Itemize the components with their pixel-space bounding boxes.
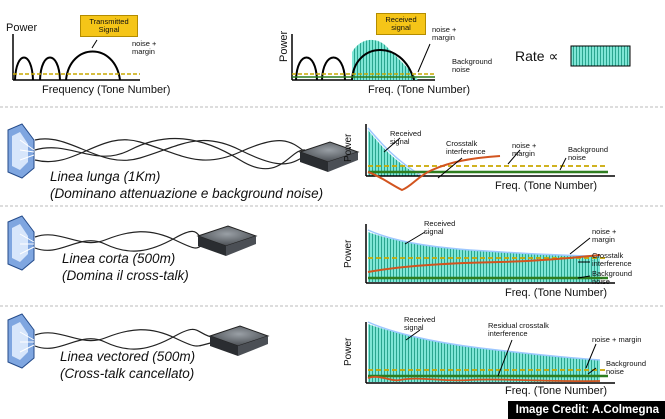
row-title-1: Linea lunga (1Km) (Dominano attenuazione… — [50, 169, 324, 201]
background-noise-label: Background noise — [568, 145, 609, 162]
twisted-pairs-3 — [34, 328, 216, 350]
modem-icon-1 — [298, 141, 360, 172]
rate-label: Rate ∝ — [515, 48, 559, 64]
x-axis-label: Frequency (Tone Number) — [42, 84, 171, 96]
y-axis-label: Power — [343, 133, 354, 162]
twisted-pairs-2 — [34, 230, 206, 252]
received-signal-label: Received signal — [390, 129, 422, 146]
x-axis-label: Freq. (Tone Number) — [368, 84, 471, 96]
image-credit: Image Credit: A.Colmegna — [507, 401, 665, 419]
crosstalk-label: Crosstalk interference — [446, 139, 486, 156]
y-axis-label: Power — [278, 30, 290, 62]
row-title-2: Linea corta (500m) (Domina il cross-talk… — [62, 251, 189, 283]
background-noise-label: Background noise — [452, 57, 493, 74]
modem-icon-2 — [196, 225, 258, 256]
background-noise-label: Background noise — [592, 269, 633, 286]
crosstalk-label: Residual crosstalk interference — [488, 321, 549, 338]
x-axis-label: Freq. (Tone Number) — [495, 180, 598, 192]
spectrum-chart-short — [365, 224, 615, 284]
crosstalk-label: Crosstalk interference — [592, 251, 632, 268]
modem-icon-3 — [208, 325, 270, 356]
received-signal-label: Received signal — [424, 219, 456, 236]
noise-label: noise + margin — [592, 335, 642, 344]
x-axis-label: Freq. (Tone Number) — [505, 287, 608, 299]
dslam-icon-2 — [7, 215, 35, 271]
row-title-3: Linea vectored (500m) (Cross-talk cancel… — [60, 349, 196, 381]
transmitted-signal-box: Transmitted Signal — [80, 15, 138, 37]
x-axis-label: Freq. (Tone Number) — [505, 385, 608, 397]
transmitted-spectrum-chart — [12, 34, 140, 81]
dslam-icon-3 — [7, 313, 35, 369]
twisted-pairs-1 — [34, 137, 306, 170]
background-noise-label: Background noise — [606, 359, 647, 376]
rate-box — [570, 45, 631, 67]
noise-label: noise + margin — [132, 39, 157, 56]
received-signal-label: Received signal — [404, 315, 436, 332]
noise-label: noise + margin — [512, 141, 537, 158]
spectrum-chart-vectored — [365, 321, 615, 384]
y-axis-label: Power — [343, 239, 354, 268]
y-axis-label: Power — [343, 337, 354, 366]
y-axis-label: Power — [6, 22, 38, 34]
received-spectrum-chart — [291, 34, 435, 81]
received-signal-box: Received signal — [376, 13, 426, 35]
spectrum-chart-long — [365, 124, 615, 192]
noise-label: noise + margin — [592, 227, 617, 244]
noise-label: noise + margin — [432, 25, 457, 42]
dslam-icon-1 — [7, 123, 35, 179]
